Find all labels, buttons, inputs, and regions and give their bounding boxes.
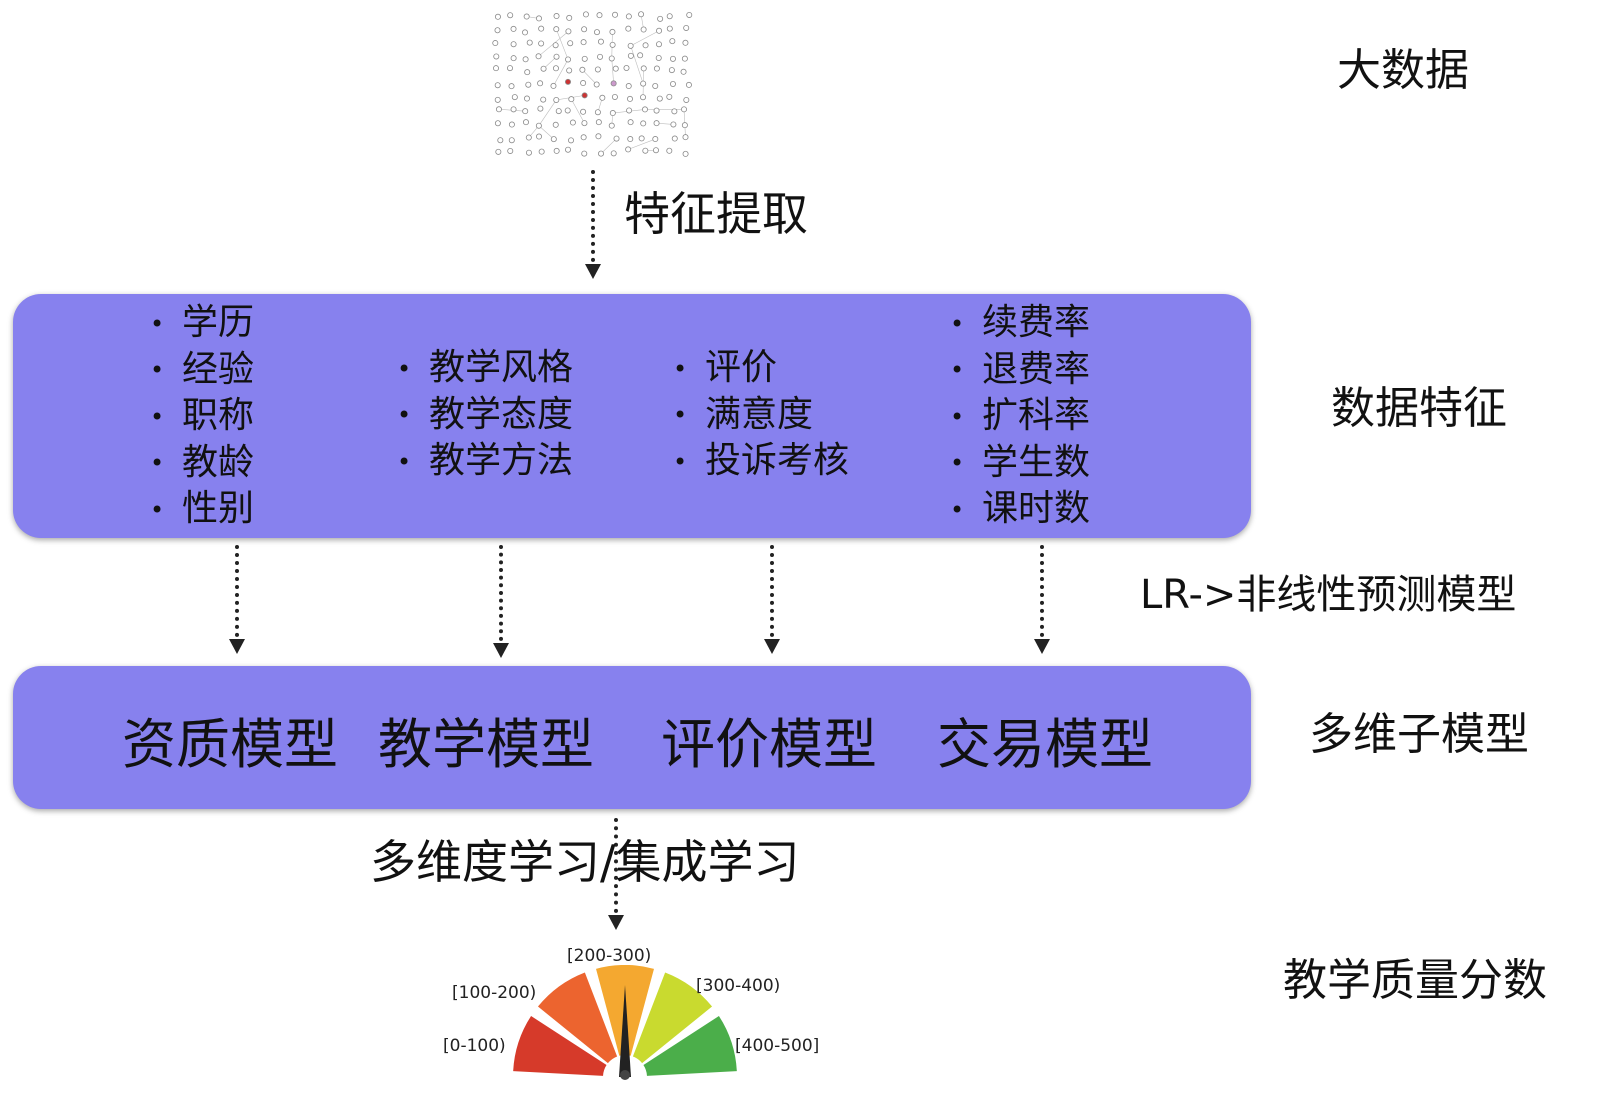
ensemble-arrowhead [608,915,624,930]
ensemble-learning-label: 多维度学习/集成学习 [370,835,800,889]
submodel-transaction: 交易模型 [937,713,1153,776]
feature-extraction-arrow-line [591,170,595,262]
gauge-label-200-300: [200-300) [567,946,652,966]
feature-item: 学历 [150,300,254,347]
feature-to-model-arrow-line [235,545,239,637]
feature-group-teaching: 教学风格 教学态度 教学方法 [397,345,573,485]
feature-to-model-arrow-line [1040,545,1044,637]
feature-item: 教学方法 [397,438,573,485]
submodel-panel [13,666,1251,809]
feature-to-model-arrowhead [764,639,780,654]
gauge-label-400-500: [400-500] [735,1036,820,1056]
gauge-label-300-400: [300-400) [696,976,781,996]
feature-to-model-arrow-line [499,545,503,641]
big-data-label: 大数据 [1337,45,1469,96]
feature-item: 续费率 [950,300,1090,347]
submodel-qualification: 资质模型 [122,713,338,776]
submodel-evaluation: 评价模型 [661,713,877,776]
gauge-label-0-100: [0-100) [443,1036,506,1056]
feature-to-model-arrowhead [493,643,509,658]
feature-group-evaluation: 评价 满意度 投诉考核 [673,345,849,485]
feature-group-transaction: 续费率 退费率 扩科率 学生数 课时数 [950,300,1090,533]
multi-submodel-label: 多维子模型 [1309,709,1529,760]
feature-item: 教龄 [150,440,254,487]
feature-item: 扩科率 [950,393,1090,440]
feature-item: 教学态度 [397,392,573,439]
gauge-segment [513,1016,607,1076]
feature-item: 学生数 [950,440,1090,487]
gauge-needle [619,985,631,1077]
feature-group-qualification: 学历 经验 职称 教龄 性别 [150,300,254,533]
gauge-segment [632,972,713,1064]
lr-model-label: LR->非线性预测模型 [1140,572,1517,618]
big-data-network-image [492,11,693,157]
feature-item: 评价 [673,345,849,392]
gauge-segment [643,1016,737,1076]
feature-item: 性别 [150,486,254,533]
gauge-needle-hub [620,1070,630,1080]
feature-item: 投诉考核 [673,438,849,485]
feature-item: 退费率 [950,347,1090,394]
feature-item: 职称 [150,393,254,440]
feature-to-model-arrow-line [770,545,774,637]
gauge-label-100-200: [100-200) [452,983,537,1003]
data-features-label: 数据特征 [1331,383,1507,434]
quality-score-label: 教学质量分数 [1283,955,1547,1006]
feature-item: 教学风格 [397,345,573,392]
feature-item: 满意度 [673,392,849,439]
submodel-teaching: 教学模型 [378,713,594,776]
feature-extraction-label: 特征提取 [624,187,808,241]
gauge-segment [537,972,618,1064]
feature-extraction-arrowhead [585,264,601,279]
feature-to-model-arrowhead [229,639,245,654]
ensemble-arrow-line [614,818,618,913]
feature-to-model-arrowhead [1034,639,1050,654]
feature-item: 经验 [150,347,254,394]
feature-item: 课时数 [950,486,1090,533]
score-gauge [513,965,737,1080]
